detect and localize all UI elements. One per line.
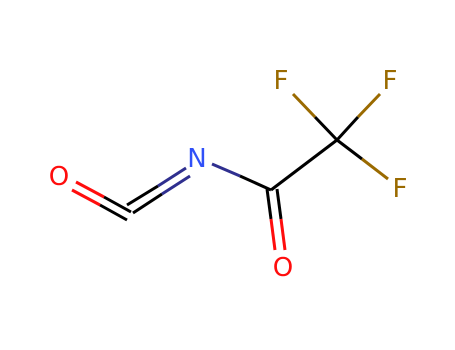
atom-label-o1: O (49, 162, 69, 192)
bond-c3-f3 (336, 138, 389, 181)
atom-label-f1: F (274, 66, 289, 96)
atom-label-f2: F (383, 66, 398, 96)
bond-c2-o2-double (265, 188, 287, 251)
atom-label-n1: N (187, 144, 206, 174)
bond-n1-c2-single (211, 162, 272, 192)
atom-label-f3: F (393, 174, 408, 204)
bond-c3-f1 (291, 92, 339, 142)
bond-o1-c1-double (71, 180, 132, 222)
atom-label-o2: O (273, 253, 293, 283)
bond-c1-n1-double (126, 166, 191, 215)
bond-c3-f2 (335, 92, 382, 142)
bond-c2-c3-single (270, 138, 338, 192)
